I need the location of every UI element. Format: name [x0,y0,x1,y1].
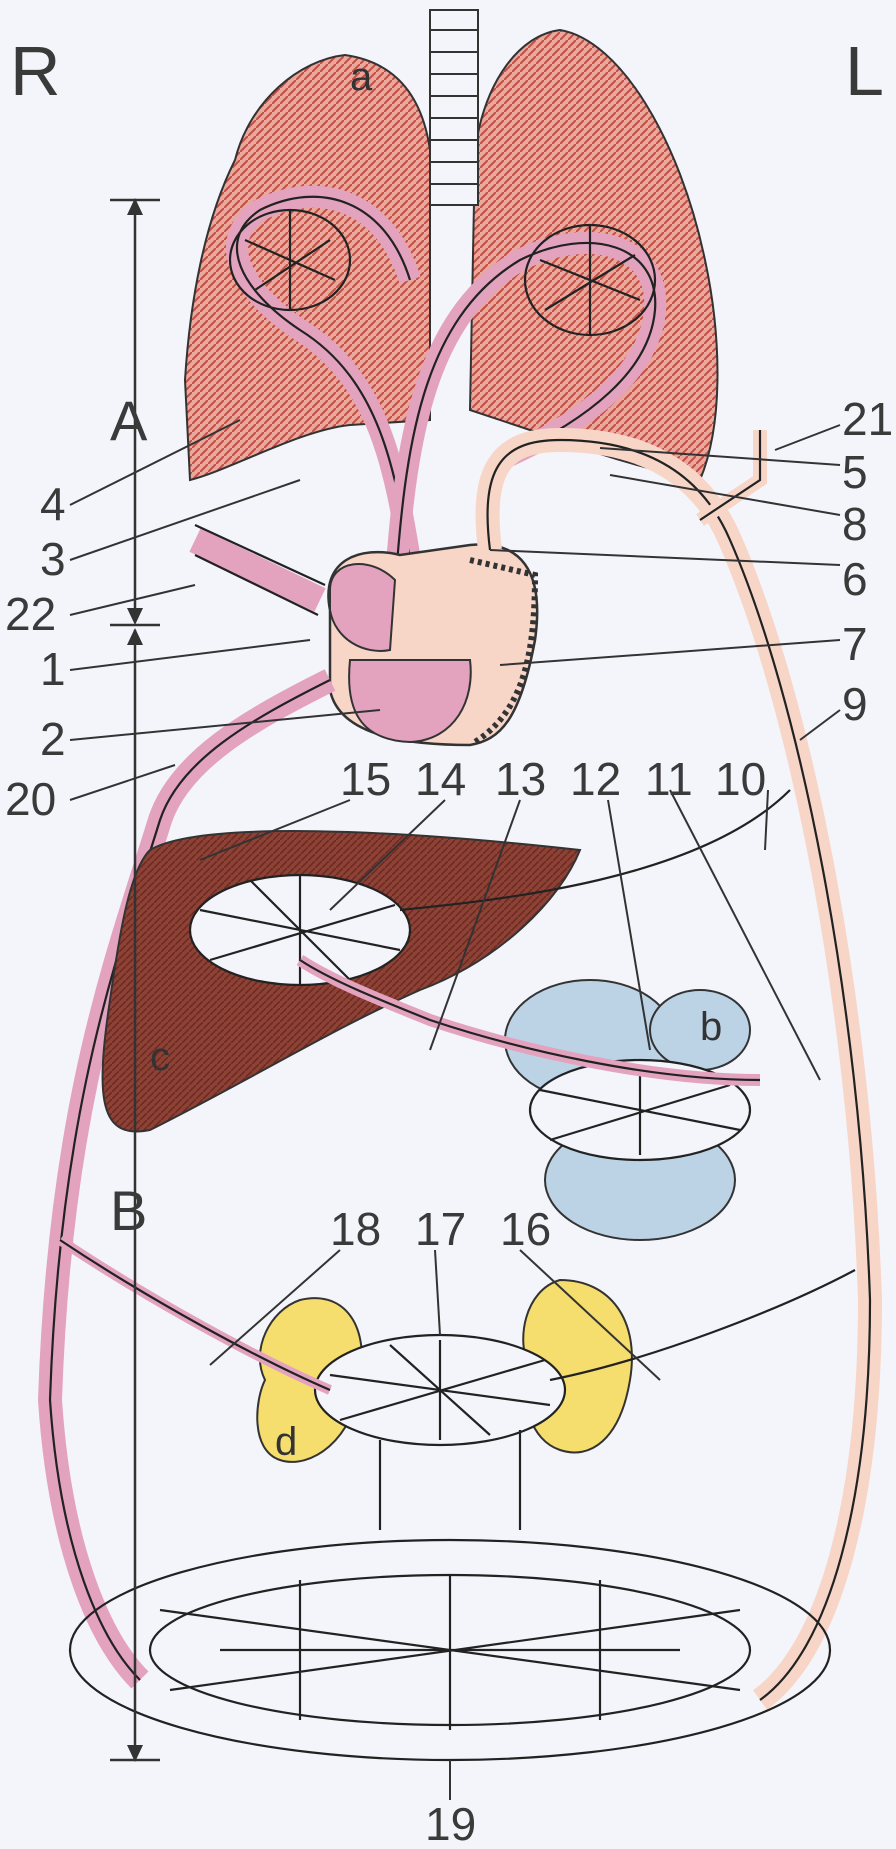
liver-capillaries [190,875,410,985]
label-5: 5 [842,446,868,498]
label-15: 15 [340,753,391,805]
heart [328,544,537,745]
label-17: 17 [415,1203,466,1255]
label-7: 7 [842,618,868,670]
label-11: 11 [645,753,693,805]
organ-c-label: c [150,1035,170,1079]
region-a-label: A [110,389,148,452]
label-2: 2 [40,713,66,765]
label-4: 4 [40,478,66,530]
label-21: 21 [842,393,893,445]
kidneys [257,1280,632,1530]
side-right-label: R [10,32,61,110]
label-18: 18 [330,1203,381,1255]
label-13: 13 [495,753,546,805]
trachea [430,10,478,205]
organ-b-label: b [700,1005,722,1049]
side-left-label: L [845,32,884,110]
label-1: 1 [40,643,66,695]
label-12: 12 [570,753,621,805]
label-16: 16 [500,1203,551,1255]
label-10: 10 [715,753,766,805]
label-14: 14 [415,753,466,805]
label-9: 9 [842,678,868,730]
region-b-label: B [110,1179,147,1242]
lower-body-capillaries [70,1540,830,1760]
organ-a-label: a [350,55,373,99]
label-22: 22 [5,588,56,640]
kidney-capillaries [315,1335,565,1445]
label-6: 6 [842,553,868,605]
organ-d-label: d [275,1420,297,1464]
label-19: 19 [425,1798,476,1849]
label-20: 20 [5,773,56,825]
label-3: 3 [40,533,66,585]
label-8: 8 [842,498,868,550]
